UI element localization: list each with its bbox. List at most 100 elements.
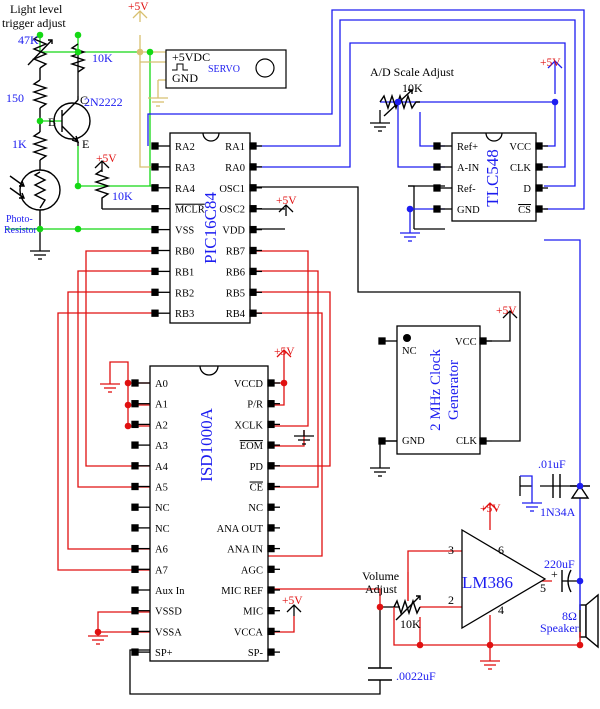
isd-pin-pad bbox=[131, 379, 139, 387]
servo-module bbox=[165, 49, 287, 89]
tlc-pin-label: Ref- bbox=[457, 184, 476, 195]
isd-pin-pad bbox=[131, 441, 139, 449]
r1k-label: 1K bbox=[12, 137, 27, 151]
pic-pin-label: RA2 bbox=[175, 142, 195, 153]
isd-pin-label: A5 bbox=[155, 483, 168, 494]
junction-dot bbox=[124, 379, 132, 387]
isd-pin-label: NC bbox=[155, 524, 170, 535]
clock-pin-nc: NC bbox=[402, 346, 417, 357]
light-arrow-2 bbox=[9, 187, 25, 199]
isd-pin-label: XCLK bbox=[234, 420, 263, 431]
tlc548-chip: TLC548 bbox=[451, 132, 537, 222]
pic-pin-pad bbox=[151, 309, 159, 317]
pic-pin-label: OSC1 bbox=[219, 184, 245, 195]
isd-pin-pad bbox=[131, 482, 139, 491]
pic-pin-pad bbox=[249, 309, 257, 317]
cap-plus-label: + bbox=[551, 567, 558, 581]
diode-1n34a bbox=[570, 484, 590, 499]
pic-chip-name: PIC16C84 bbox=[201, 192, 220, 264]
lm-pin6-label: 6 bbox=[498, 543, 504, 557]
clock-pin-pad bbox=[378, 437, 386, 445]
tlc-pin-label: Ref+ bbox=[457, 142, 478, 153]
supply-arrow bbox=[286, 604, 302, 613]
pic-pin-label: VSS bbox=[175, 226, 194, 237]
isd-pin-label: NC bbox=[155, 503, 170, 514]
isd-pin-label: A0 bbox=[155, 379, 168, 390]
pic-pin-pad bbox=[249, 142, 257, 150]
pic-pin-label: RA1 bbox=[225, 142, 245, 153]
isd-pin-label: PD bbox=[250, 462, 264, 473]
speaker-ohm-label: 8Ω bbox=[562, 609, 577, 623]
junction-dot bbox=[416, 641, 424, 649]
pic-pin-label: RB2 bbox=[175, 288, 194, 299]
isd-pin-label: MIC REF bbox=[221, 586, 263, 597]
pic-pin-pad bbox=[151, 267, 159, 276]
cap0022-label: .0022uF bbox=[396, 669, 436, 683]
diode-label: 1N34A bbox=[540, 505, 576, 519]
pic-pin-label: RB7 bbox=[226, 247, 245, 258]
tlc-pin-pad bbox=[535, 142, 543, 150]
isd-pin-pad bbox=[131, 544, 139, 553]
cap01-label: .01uF bbox=[538, 457, 566, 471]
supply-arrow bbox=[502, 310, 518, 319]
servo-label: SERVO bbox=[208, 64, 240, 75]
isd-pin-pad bbox=[131, 565, 139, 573]
lm386-name: LM386 bbox=[462, 573, 513, 592]
isd-pin-label: NC bbox=[248, 503, 263, 514]
junction-dot bbox=[394, 98, 402, 106]
vcc-5v-label: +5V bbox=[540, 57, 561, 69]
junction-dots bbox=[36, 31, 584, 649]
isd-pin-label: A3 bbox=[155, 441, 168, 452]
r10k-top-label: 10K bbox=[92, 51, 113, 65]
resistor-10k-top bbox=[69, 43, 87, 73]
tlc-pin-label: CS bbox=[518, 205, 531, 216]
junction-dot bbox=[36, 225, 44, 233]
supply-arrow bbox=[132, 10, 148, 19]
pic16c84-chip: PIC16C84 bbox=[169, 132, 251, 324]
isd-pin-label: VCCD bbox=[234, 379, 264, 390]
light-level-label: Light level bbox=[10, 2, 63, 16]
isd-pin-pad bbox=[267, 503, 275, 511]
clock-pin-pad bbox=[479, 337, 487, 345]
isd-pin-pad bbox=[131, 400, 139, 408]
isd-pin-label: A1 bbox=[155, 400, 168, 411]
junction-dot bbox=[486, 641, 494, 649]
supply-arrow bbox=[276, 349, 292, 358]
junction-dot bbox=[74, 182, 82, 190]
junction-dot bbox=[146, 48, 154, 56]
isd-pin-label: MIC bbox=[243, 607, 263, 618]
resistor-1k bbox=[31, 131, 49, 161]
pin-e-label: E bbox=[82, 137, 89, 151]
isd-pin-label: AGC bbox=[241, 565, 263, 576]
isd-pin-pad bbox=[131, 648, 139, 656]
isd-pin-pad bbox=[267, 379, 275, 387]
r150-label: 150 bbox=[6, 91, 24, 105]
pic-pin-label: RB3 bbox=[175, 309, 194, 320]
isd-pin-pad bbox=[267, 627, 275, 636]
vcc-5v-label: +5V bbox=[480, 503, 501, 515]
junction-dot bbox=[94, 628, 102, 636]
lm-pin2-label: 2 bbox=[448, 593, 454, 607]
tlc-pin-label: GND bbox=[457, 205, 480, 216]
photo2-label: Resistor bbox=[4, 225, 37, 236]
clock-pin-pad bbox=[479, 437, 487, 445]
junction-dot bbox=[74, 48, 82, 56]
tlc-pin-pad bbox=[535, 184, 543, 192]
pic-pin-label: RA3 bbox=[175, 163, 195, 174]
speaker-8ohm bbox=[579, 604, 587, 638]
tlc-pin-pad bbox=[433, 142, 441, 150]
r10k-mclr-label: 10K bbox=[112, 189, 133, 203]
supply-symbols: +5V+5V+5V+5V+5V+5V+5V+5V bbox=[94, 1, 563, 616]
tlc-pin-pad bbox=[433, 163, 441, 171]
junction-dot bbox=[74, 31, 82, 39]
isd-pin-pad bbox=[131, 503, 139, 511]
tlc-pin-label: A-IN bbox=[457, 163, 480, 174]
ground-symbols bbox=[30, 92, 542, 670]
pic-pin-label: RB4 bbox=[226, 309, 246, 320]
isd-pin-pad bbox=[131, 607, 139, 615]
tlc-pin-label: D bbox=[523, 184, 531, 195]
transistor-label: 2N2222 bbox=[84, 95, 123, 109]
r10k-ad-label: 10K bbox=[402, 81, 423, 95]
pic-pin-pad bbox=[151, 163, 159, 171]
pic-pin-label: RB5 bbox=[226, 288, 245, 299]
